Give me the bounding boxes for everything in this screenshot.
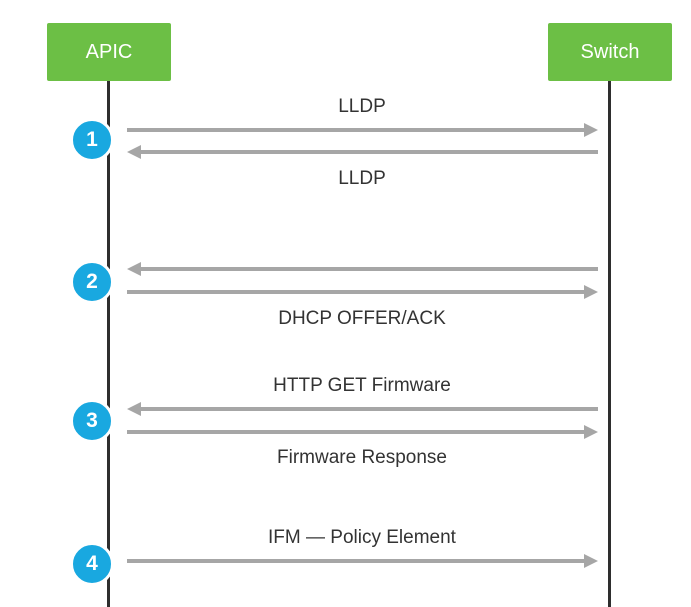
actor-apic: APIC bbox=[47, 23, 171, 81]
actor-switch-label: Switch bbox=[580, 40, 640, 63]
message-label: LLDP bbox=[338, 168, 386, 189]
step-3-badge: 3 bbox=[70, 399, 114, 443]
step-4-badge: 4 bbox=[70, 542, 114, 586]
step-2-badge: 2 bbox=[70, 260, 114, 304]
actor-switch: Switch bbox=[548, 23, 672, 81]
apic-lifeline bbox=[107, 81, 110, 607]
message-label: LLDP bbox=[338, 96, 386, 117]
arrowhead-right-icon bbox=[584, 285, 598, 299]
arrowhead-left-icon bbox=[127, 145, 141, 159]
switch-lifeline bbox=[608, 81, 611, 607]
message-label: Firmware Response bbox=[277, 447, 447, 468]
arrowhead-right-icon bbox=[584, 123, 598, 137]
arrowhead-left-icon bbox=[127, 262, 141, 276]
message-label: IFM — Policy Element bbox=[268, 527, 456, 548]
arrowhead-right-icon bbox=[584, 425, 598, 439]
actor-apic-label: APIC bbox=[85, 40, 133, 63]
step-1-badge: 1 bbox=[70, 118, 114, 162]
arrowhead-left-icon bbox=[127, 402, 141, 416]
arrowhead-right-icon bbox=[584, 554, 598, 568]
message-label: HTTP GET Firmware bbox=[273, 375, 451, 396]
message-label: DHCP OFFER/ACK bbox=[278, 308, 446, 329]
